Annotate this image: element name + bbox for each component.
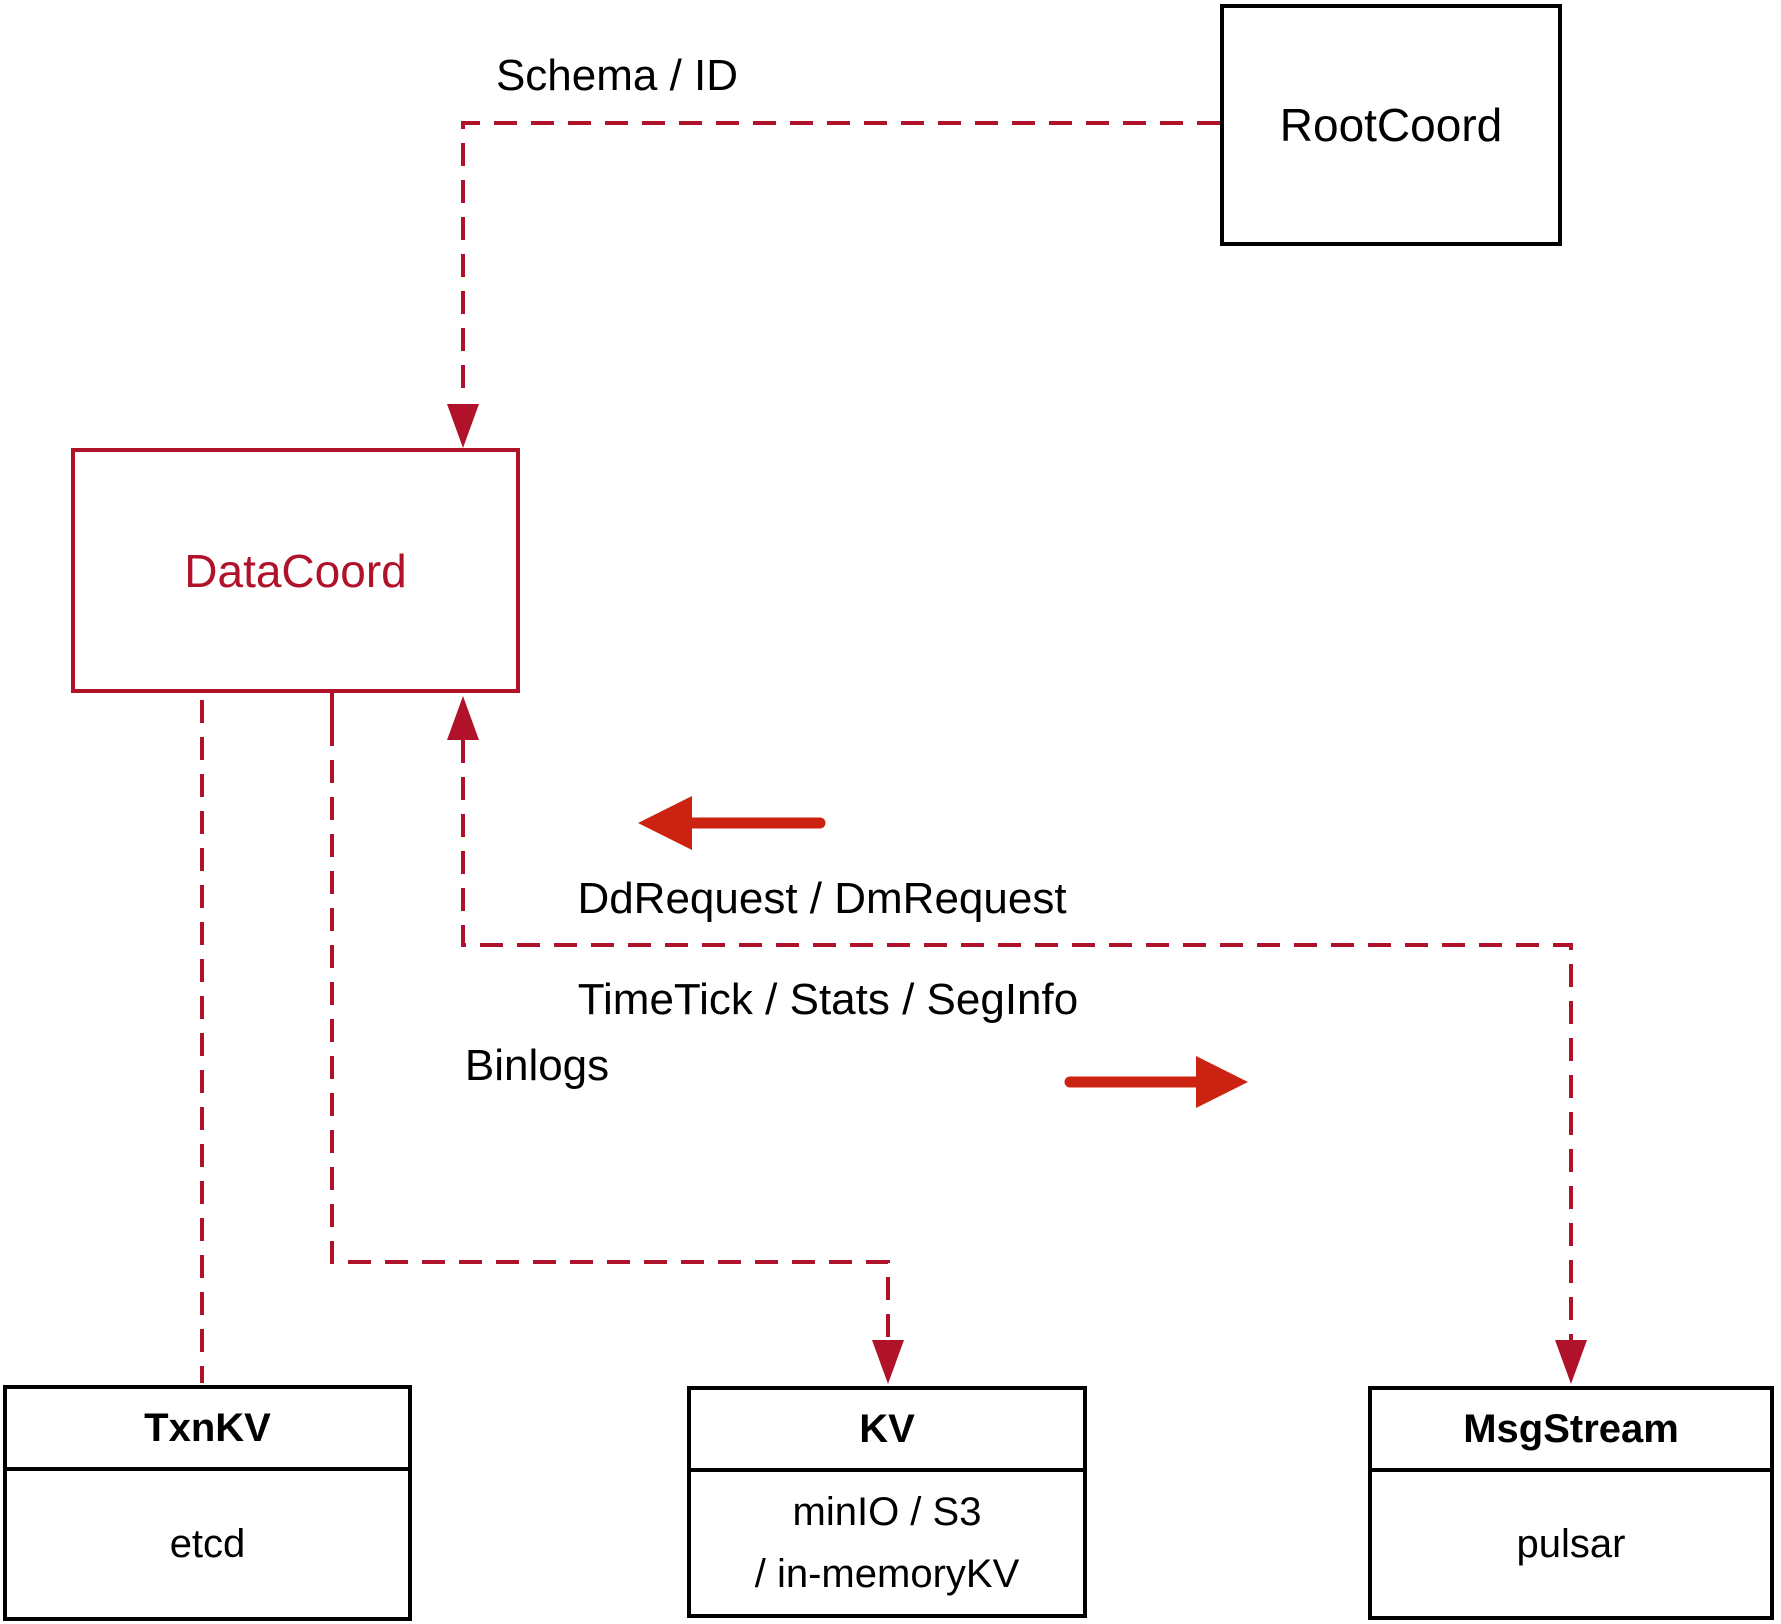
node-txnkv: TxnKV etcd <box>3 1385 412 1621</box>
node-kv-body-line1: minIO / S3 <box>792 1490 982 1534</box>
left-arrow-icon <box>638 796 692 850</box>
node-msgstream-title: MsgStream <box>1372 1390 1770 1472</box>
node-rootcoord: RootCoord <box>1220 4 1562 246</box>
node-rootcoord-label: RootCoord <box>1279 99 1503 151</box>
edge-schema-id <box>461 121 1220 400</box>
edge-label-schema-id: Schema / ID <box>495 51 739 100</box>
edge-label-timetick: TimeTick / Stats / SegInfo <box>577 975 1079 1024</box>
node-kv-title: KV <box>691 1390 1083 1472</box>
right-arrow-icon <box>1196 1056 1248 1108</box>
node-datacoord: DataCoord <box>71 448 520 693</box>
edge-datacoord-msgstream <box>461 740 1573 1340</box>
arrowhead-into-datacoord-bottom-icon <box>447 696 479 740</box>
node-datacoord-label: DataCoord <box>184 544 407 597</box>
edge-binlogs <box>330 723 890 1340</box>
node-txnkv-body: etcd <box>169 1522 246 1566</box>
arrowhead-into-msgstream-icon <box>1555 1340 1587 1384</box>
node-msgstream: MsgStream pulsar <box>1368 1386 1774 1620</box>
node-txnkv-title: TxnKV <box>7 1389 408 1471</box>
arrowhead-into-kv-icon <box>872 1340 904 1384</box>
edge-label-binlogs: Binlogs <box>464 1041 610 1090</box>
edge-label-ddrequest: DdRequest / DmRequest <box>577 874 1067 923</box>
node-kv-body-line2: / in-memoryKV <box>754 1552 1020 1596</box>
node-msgstream-body: pulsar <box>1516 1522 1626 1566</box>
arrowhead-into-datacoord-top-icon <box>447 404 479 448</box>
node-kv: KV minIO / S3 / in-memoryKV <box>687 1386 1087 1618</box>
